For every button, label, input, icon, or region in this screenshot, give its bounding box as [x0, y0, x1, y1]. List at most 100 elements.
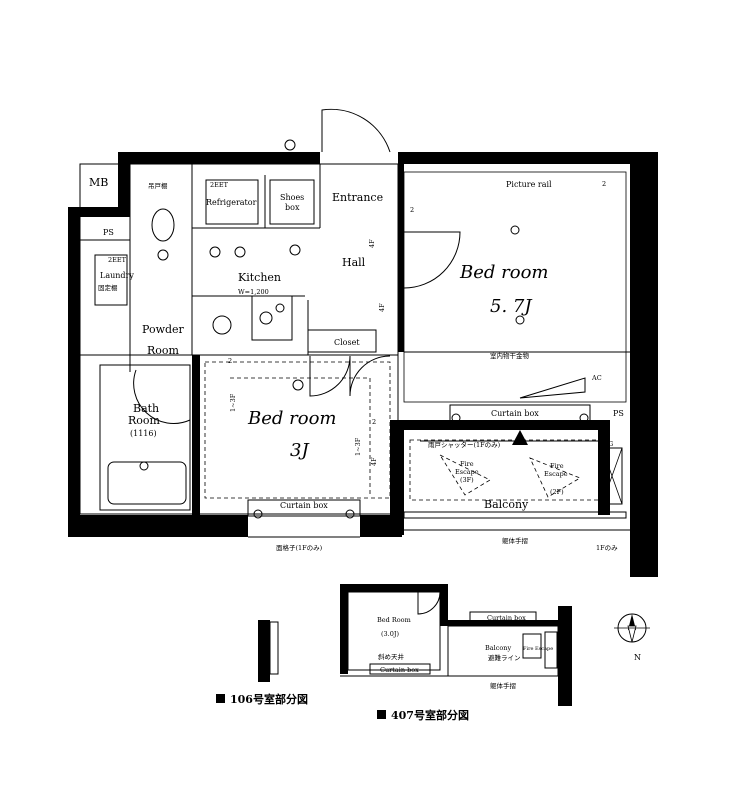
- curtain-boxes: [247, 404, 591, 519]
- fire-esc-left-mark: [438, 454, 491, 496]
- laundry-sub: 固定棚: [98, 283, 118, 292]
- fire-escape-left-1: Fire: [460, 460, 474, 468]
- closet-door: [349, 355, 391, 397]
- fire-escape-rack: [601, 447, 623, 505]
- num-2-c: 2: [228, 357, 232, 365]
- rack-x2: [601, 447, 623, 505]
- laundry-label: Laundry: [100, 271, 134, 280]
- wall-balcony-top: [390, 420, 610, 430]
- first-floor-only-label: 1Fのみ: [596, 544, 618, 552]
- inset-407-rack: [544, 631, 558, 669]
- interior-outline: [79, 163, 399, 515]
- wall-bath-right: [192, 355, 200, 515]
- main-walls: [68, 152, 658, 577]
- fire-escape-left-3: (3F): [460, 476, 474, 484]
- indoor-dry-label: 室内物干金物: [490, 351, 530, 360]
- closet-label: Closet: [334, 338, 360, 347]
- inset-curtain-box-2: Curtain box: [487, 614, 526, 622]
- compass-icon: [614, 613, 650, 643]
- interior-lines: [79, 163, 630, 515]
- wall-left-top: [68, 207, 130, 217]
- sink: [212, 315, 232, 335]
- inset-407-door: [417, 591, 441, 615]
- inset-bedroom-1: Bed Room: [377, 616, 411, 624]
- height-1-3f-b: 1~3F: [354, 437, 362, 456]
- inset-407-left: [340, 584, 348, 674]
- bedroom-main-frame: [403, 171, 627, 403]
- legend-106: 106号室部分図: [230, 692, 308, 706]
- bedroom-small-2: 3J: [290, 440, 310, 461]
- entrance-label: Entrance: [332, 191, 383, 204]
- shoes-box-rect: [269, 179, 315, 225]
- inset-407-fire: [522, 633, 542, 659]
- wall-mb: [118, 152, 130, 217]
- legend-square-407: [377, 710, 386, 719]
- stove: [251, 295, 293, 341]
- fire-escape-right-2: Escape: [544, 470, 568, 478]
- light-hall-1: [289, 244, 301, 256]
- mb-label: MB: [89, 176, 108, 189]
- inset-fire-escape: Fire Escape: [523, 646, 553, 652]
- balcony-dash: [409, 439, 601, 501]
- fire-esc-right-mark: [529, 457, 581, 498]
- light-toilet: [157, 249, 169, 261]
- curtain-box-main: [449, 404, 591, 422]
- burner-1: [259, 311, 273, 325]
- inset-balcony: Balcony: [485, 644, 511, 652]
- wall-balcony-right: [598, 420, 610, 515]
- wall-bedroom-balcony: [390, 420, 404, 535]
- legend-square-106: [216, 694, 225, 703]
- inset-curtain-box-1: Curtain box: [380, 666, 419, 674]
- doors: [129, 108, 461, 424]
- entrance-door: [321, 108, 391, 153]
- num-2-a: 2: [410, 206, 414, 214]
- inset-407-bedroom: [347, 591, 441, 671]
- ac-unit: [519, 377, 586, 399]
- bath-room-1: Bath: [133, 402, 159, 415]
- bathtub-frame: [99, 364, 191, 511]
- inset-106: [258, 620, 279, 682]
- picture-rail-label: Picture rail: [506, 180, 552, 189]
- railing-label: 躯体手摺: [502, 536, 529, 545]
- curtain-s1: [451, 413, 461, 423]
- bedroom-main-2: 5. 7J: [490, 296, 533, 317]
- wall-top-mid: [130, 152, 320, 164]
- inset-407-top: [340, 584, 445, 592]
- wall-left: [68, 207, 80, 537]
- fixtures: [94, 139, 623, 511]
- refrigerator-2eet: 2EET: [210, 181, 229, 189]
- laundry-2eet: 2EET: [108, 256, 127, 264]
- hall-label: Hall: [342, 256, 366, 269]
- toilet-top: 吊戸棚: [148, 181, 168, 190]
- wall-top-right: [398, 152, 658, 164]
- inset-bedroom-2: (3.0J): [381, 630, 399, 638]
- fridge-box: [205, 179, 259, 225]
- light-kitchen-2: [209, 246, 221, 258]
- light-small-bed: [292, 379, 304, 391]
- inset-106-detail: [269, 621, 279, 675]
- ac-label: AC: [591, 374, 602, 382]
- kitchen-label: Kitchen: [238, 271, 281, 284]
- shoes-box-1: Shoes: [280, 193, 304, 202]
- g-mark: G: [608, 440, 613, 448]
- curtain-s4: [345, 509, 355, 519]
- refrigerator-label: Refrigerator: [206, 198, 257, 207]
- bedroom-small-door: [309, 355, 351, 397]
- bedroom-small-1: Bed room: [247, 408, 336, 429]
- burner-2: [275, 303, 285, 313]
- ps-right-label: PS: [613, 409, 624, 418]
- num-2-d: 2: [372, 418, 376, 426]
- curtain-box-small-label: Curtain box: [280, 501, 328, 510]
- bathtub: [107, 461, 187, 505]
- fire-escape-right-1: Fire: [550, 462, 564, 470]
- inset-407-right: [558, 606, 572, 706]
- curtain-box-main-label: Curtain box: [491, 409, 539, 418]
- height-4f-c: 4F: [370, 457, 378, 466]
- inset-407: [340, 584, 572, 706]
- shutter-arrow: [512, 430, 528, 445]
- fire-escape-right-3: (2F): [550, 488, 564, 496]
- inset-407-mid: [440, 584, 448, 624]
- ps-left-label: PS: [103, 228, 114, 237]
- bath-door: [133, 369, 191, 424]
